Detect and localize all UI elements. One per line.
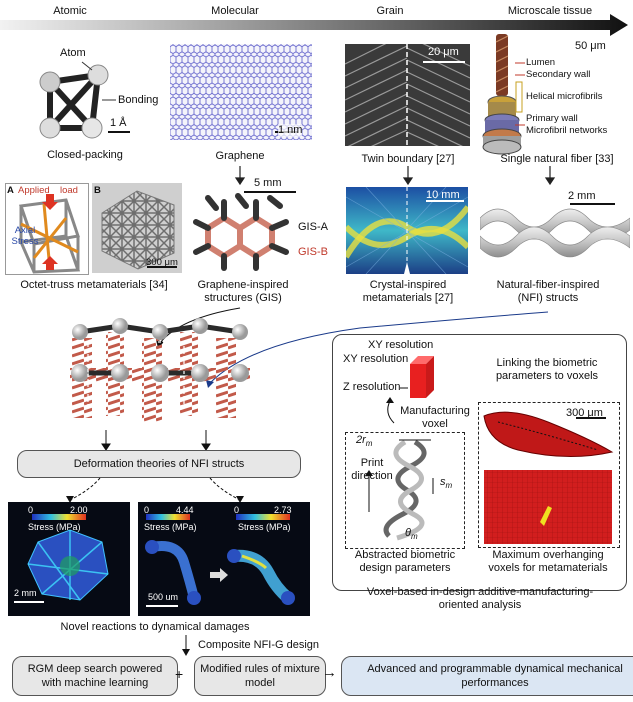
atom-cluster-image bbox=[39, 61, 130, 139]
twin-boundary-caption: Twin boundary [27] bbox=[361, 153, 455, 165]
angstrom-scale: 1 Å bbox=[110, 117, 127, 129]
single-fiber-caption: Single natural fiber [33] bbox=[500, 153, 614, 165]
applied-label: Applied bbox=[18, 185, 50, 196]
gis-scale-bar bbox=[244, 191, 296, 193]
gis-caption: Graphene-inspired structures (GIS) bbox=[197, 279, 289, 304]
axial-stress-label: Axial Stress bbox=[11, 225, 39, 247]
z-resolution: Z resolution bbox=[343, 381, 401, 393]
um300-octet-scale: 300 μm bbox=[146, 257, 178, 268]
abstracted-params-frame bbox=[345, 432, 465, 549]
natural-fiber-image bbox=[482, 34, 522, 155]
stress2-min: 0 bbox=[144, 505, 150, 515]
composite-down-arrow bbox=[182, 635, 190, 656]
nfi-caption: Natural-fiber-inspired (NFI) structs bbox=[496, 279, 600, 304]
crystal-caption: Crystal-inspired metamaterials [27] bbox=[362, 279, 454, 304]
helical-microfibrils-label: Helical microfibrils bbox=[526, 91, 603, 102]
lumen-label: Lumen bbox=[526, 57, 556, 68]
theta-m-label: θm bbox=[405, 527, 418, 542]
row1-down-arrows bbox=[234, 166, 556, 186]
twin-boundary-image bbox=[345, 44, 470, 146]
deformation-split-arrows bbox=[66, 477, 244, 503]
result-arrow: → bbox=[322, 664, 337, 681]
mm10-scale: 10 mm bbox=[426, 189, 460, 201]
helix-diagram bbox=[365, 439, 434, 541]
gis-a-label: GIS-A bbox=[298, 221, 328, 233]
deformation-theories-box: Deformation theories of NFI structs bbox=[17, 450, 301, 478]
load-label: load bbox=[60, 185, 78, 196]
voxel-panel bbox=[332, 334, 627, 591]
stress2-label: Stress (MPa) bbox=[144, 522, 197, 532]
manufacturing-voxel-label: Manufacturing voxel bbox=[400, 405, 470, 430]
xy-resolution: XY resolution bbox=[343, 353, 409, 365]
scale-molecular: Molecular bbox=[211, 5, 259, 17]
stress-simulation-1: 0 2.00 Stress (MPa) 2 mm bbox=[8, 502, 130, 616]
advanced-performance-box: Advanced and programmable dynamical mech… bbox=[341, 656, 633, 696]
panel-b-label: B bbox=[94, 185, 101, 196]
octet-truss-panel-b bbox=[92, 183, 182, 273]
panel-a-label: A bbox=[7, 185, 14, 196]
composite-design-label: Composite NFI-G design bbox=[198, 639, 320, 651]
graphene-caption: Graphene bbox=[215, 150, 265, 162]
voxel-caption: Voxel-based in-design additive-manufactu… bbox=[366, 586, 594, 611]
um500-scale: 500 um bbox=[148, 592, 179, 602]
fiber-callout-lines bbox=[515, 62, 525, 126]
um20-scale: 20 μm bbox=[428, 46, 459, 58]
abstracted-caption: Abstracted biometric design parameters bbox=[354, 549, 456, 574]
um300-voxel-scale: 300 μm bbox=[566, 407, 603, 419]
sm-label: sm bbox=[440, 476, 453, 491]
linking-label: Linking the biometric parameters to voxe… bbox=[495, 357, 599, 382]
scale-arrow bbox=[0, 14, 628, 36]
stress-simulation-2: 0 4.44 Stress (MPa) 0 2.73 Stress (MPa) … bbox=[138, 502, 310, 616]
octet-truss-panel-a bbox=[5, 183, 89, 275]
overhang-voxel-image bbox=[483, 411, 614, 544]
bonding-label: Bonding bbox=[118, 94, 159, 106]
plus-sign: + bbox=[175, 666, 184, 682]
primary-wall-label: Primary wall bbox=[526, 113, 578, 124]
modified-rules-box: Modified rules of mixture model bbox=[194, 656, 326, 696]
scale-grain: Grain bbox=[376, 5, 404, 17]
xy-resolution-top: XY resolution bbox=[368, 339, 434, 351]
mm5-scale: 5 mm bbox=[254, 177, 282, 189]
novel-reactions-caption: Novel reactions to dynamical damages bbox=[60, 621, 250, 633]
rgm-box: RGM deep search powered with machine lea… bbox=[12, 656, 178, 696]
stress3-max: 2.73 bbox=[274, 505, 292, 515]
secondary-wall-label: Secondary wall bbox=[526, 69, 591, 80]
atom-label: Atom bbox=[60, 47, 86, 59]
overhang-frame bbox=[478, 402, 620, 548]
crystal-metamaterial-image bbox=[346, 187, 468, 274]
mm2-sim-scale: 2 mm bbox=[14, 588, 37, 598]
stress1-max: 2.00 bbox=[70, 505, 88, 515]
um50-scale: 50 μm bbox=[575, 40, 606, 52]
composite-nfi-g-structure bbox=[70, 318, 250, 422]
scale-atomic: Atomic bbox=[53, 5, 87, 17]
stress3-min: 0 bbox=[234, 505, 240, 515]
octet-truss-caption: Octet-truss metamaterials [34] bbox=[20, 279, 168, 291]
nm-scale: 1 nm bbox=[278, 124, 303, 137]
closed-packing-caption: Closed-packing bbox=[47, 149, 123, 161]
stress2-max: 4.44 bbox=[176, 505, 194, 515]
gis-structure-image bbox=[193, 193, 289, 271]
composite-down-arrows bbox=[101, 430, 211, 451]
gis-b-label: GIS-B bbox=[298, 246, 328, 258]
voxel-curve-arrow bbox=[386, 397, 395, 424]
max-overhang-caption: Maximum overhanging voxels for metamater… bbox=[488, 549, 608, 574]
stress3-label: Stress (MPa) bbox=[238, 522, 291, 532]
microfibril-networks-label: Microfibril networks bbox=[526, 125, 608, 136]
nfi-struct-image bbox=[480, 203, 630, 258]
print-direction-label: Print direction bbox=[351, 457, 393, 482]
stress1-min: 0 bbox=[28, 505, 34, 515]
voxel-cube bbox=[400, 356, 434, 398]
stress1-label: Stress (MPa) bbox=[28, 522, 81, 532]
scale-microscale-tissue: Microscale tissue bbox=[507, 5, 593, 17]
mm2-nfi-scale: 2 mm bbox=[568, 190, 596, 202]
two-rm-label: 2rm bbox=[356, 434, 373, 449]
